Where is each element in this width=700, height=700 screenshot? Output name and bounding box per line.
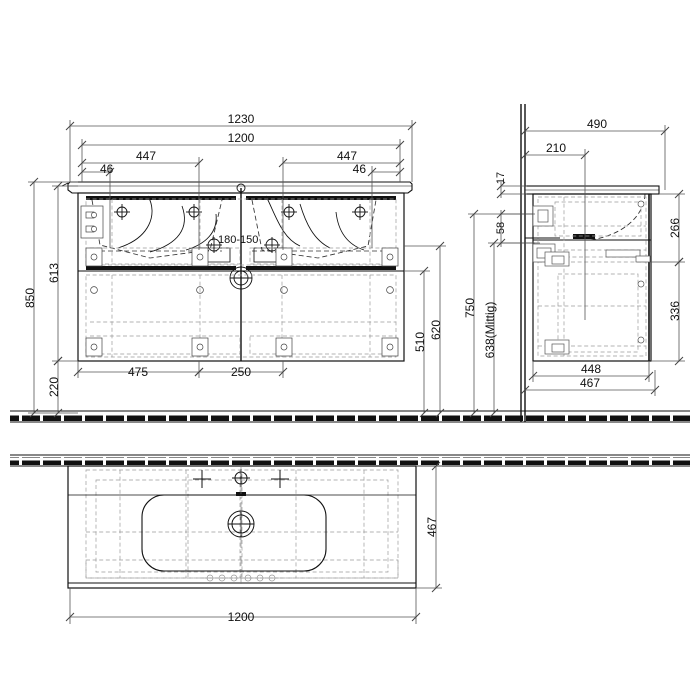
dim-top-thickness: 17 xyxy=(495,172,507,184)
plan-bottom-detail xyxy=(200,574,282,582)
side-worktop xyxy=(524,185,660,195)
dim-depth-510: 510 xyxy=(413,332,427,352)
side-basin-drain xyxy=(573,234,595,239)
front-elevation-view: 180-150 xyxy=(23,112,540,418)
dim-edge-right: 46 xyxy=(353,162,367,176)
top-plan-view: 1200 467 xyxy=(65,461,442,624)
dim-basin-offset: 210 xyxy=(546,141,566,155)
dim-plan-width: 1200 xyxy=(228,610,255,624)
front-tap-marks xyxy=(114,183,368,361)
front-hardware xyxy=(80,205,399,357)
dim-drawer-right: 447 xyxy=(337,149,357,163)
dim-height-750: 750 xyxy=(463,298,477,318)
dim-drawer-height: 336 xyxy=(668,301,682,321)
dim-drawer-bottom-mid: 250 xyxy=(231,365,251,379)
dim-depth-620: 620 xyxy=(429,320,443,340)
dim-cabinet-depth: 448 xyxy=(581,362,601,376)
side-wall xyxy=(520,104,526,422)
side-basin-profile xyxy=(560,193,646,241)
floor-band-upper xyxy=(10,410,690,423)
plan-fixture-marks xyxy=(193,466,289,588)
front-dimension-labels: 1230 1200 447 447 46 46 850 613 220 475 … xyxy=(23,112,497,397)
plan-dimension-labels: 1200 467 xyxy=(228,517,439,624)
side-dimension-labels: 490 210 17 58 266 336 448 467 xyxy=(495,117,682,390)
dim-total-height: 850 xyxy=(23,288,37,308)
plan-dimension-lines xyxy=(65,461,442,624)
floor-band-lower xyxy=(10,454,690,467)
side-hardware xyxy=(532,200,651,355)
dim-edge-left: 46 xyxy=(100,162,114,176)
front-basin-bowls xyxy=(91,199,382,259)
side-drawer-internals xyxy=(537,196,647,357)
dim-overall-width: 1230 xyxy=(228,112,255,126)
dim-overall-depth: 490 xyxy=(587,117,607,131)
side-dimension-lines xyxy=(496,125,685,396)
dim-cabinet-height: 613 xyxy=(47,263,61,283)
dim-drawer-bottom-left: 475 xyxy=(128,365,148,379)
dim-apron-58: 58 xyxy=(495,222,507,234)
side-cabinet-body xyxy=(532,193,652,362)
tap-note-label: 180-150 xyxy=(218,234,258,246)
front-tap-note: 180-150 xyxy=(206,234,280,253)
dim-height-638: 638(Mittig) xyxy=(483,302,497,359)
dim-leg-height: 220 xyxy=(47,377,61,397)
dim-plan-depth: 467 xyxy=(425,517,439,537)
dim-drawer-left: 447 xyxy=(136,149,156,163)
dim-basin-width: 1200 xyxy=(228,131,255,145)
front-upper-drawer xyxy=(86,196,396,270)
dim-basin-height: 266 xyxy=(668,218,682,238)
dim-body-depth: 467 xyxy=(580,376,600,390)
side-section-view: 490 210 17 58 266 336 448 467 xyxy=(495,104,685,422)
